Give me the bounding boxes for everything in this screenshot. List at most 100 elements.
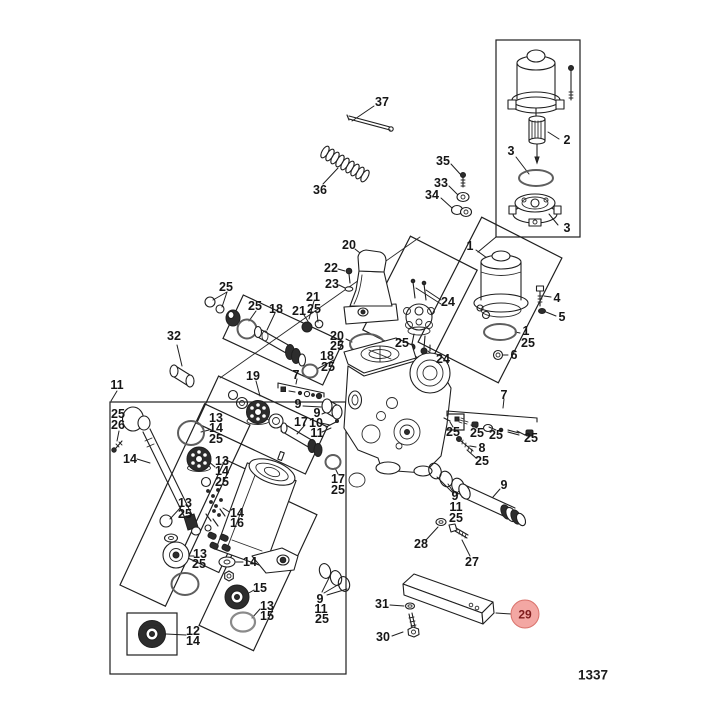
piston-head-lower-drawing <box>162 541 200 596</box>
part-label-1[interactable]: 1 <box>522 323 530 338</box>
part-label-15[interactable]: 15 <box>260 608 274 623</box>
trim-cylinder-drawing <box>215 451 299 574</box>
washer-nut-14-drawing <box>218 556 236 582</box>
part-label-9[interactable]: 9 <box>451 488 459 503</box>
part-label-25[interactable]: 25 <box>111 406 125 421</box>
part-label-10[interactable]: 10 <box>309 415 323 430</box>
part-label-25[interactable]: 25 <box>330 338 344 353</box>
part-label-13[interactable]: 13 <box>178 495 192 510</box>
part-label-17[interactable]: 17 <box>294 414 308 429</box>
part-label-7[interactable]: 7 <box>500 387 508 402</box>
part-label-21[interactable]: 21 <box>306 289 320 304</box>
part-label-23[interactable]: 23 <box>325 276 339 291</box>
part-label-28[interactable]: 28 <box>414 536 428 551</box>
part-label-24[interactable]: 24 <box>436 351 450 366</box>
part-label-18[interactable]: 18 <box>320 348 334 363</box>
piston-o-ring-upper-drawing <box>177 420 205 446</box>
screw-25-26-drawing <box>111 440 123 453</box>
part-label-31[interactable]: 31 <box>375 596 389 611</box>
part-label-6[interactable]: 6 <box>510 347 518 362</box>
part-label-27[interactable]: 27 <box>465 554 479 569</box>
part-label-25[interactable]: 25 <box>395 335 409 350</box>
part-label-25[interactable]: 25 <box>192 556 206 571</box>
part-label-25[interactable]: 25 <box>315 611 329 626</box>
valve-parts-16-drawing <box>204 488 231 552</box>
part-label-25[interactable]: 25 <box>446 424 460 439</box>
o-ring-trio-bottom-drawing <box>318 563 351 592</box>
part-label-11[interactable]: 11 <box>110 377 124 392</box>
pin-10-11-drawing <box>325 419 339 428</box>
part-label-11[interactable]: 11 <box>310 425 324 440</box>
part-label-11[interactable]: 11 <box>314 601 328 616</box>
part-label-5[interactable]: 5 <box>558 309 566 324</box>
part-label-9[interactable]: 9 <box>313 405 321 420</box>
part-label-16[interactable]: 16 <box>230 515 244 530</box>
part-label-12[interactable]: 12 <box>186 623 200 638</box>
armature-drawing <box>528 107 546 165</box>
part-label-22[interactable]: 22 <box>324 260 338 275</box>
part-label-34[interactable]: 34 <box>425 187 439 202</box>
part-label-25[interactable]: 25 <box>307 301 321 316</box>
part-label-25[interactable]: 25 <box>475 453 489 468</box>
part-label-37[interactable]: 37 <box>375 94 389 109</box>
pin-32-drawing <box>169 364 195 388</box>
part-label-25[interactable]: 25 <box>321 359 335 374</box>
part-label-25[interactable]: 25 <box>470 425 484 440</box>
part-label-11[interactable]: 11 <box>449 499 463 514</box>
part-label-7[interactable]: 7 <box>292 367 300 382</box>
part-label-4[interactable]: 4 <box>553 290 561 305</box>
rod-17-drawing <box>280 422 342 470</box>
part-label-24[interactable]: 24 <box>441 294 455 309</box>
part-label-25[interactable]: 25 <box>215 474 229 489</box>
part-label-36[interactable]: 36 <box>313 182 327 197</box>
bolt-27-drawing <box>448 523 469 539</box>
cover-20-drawing <box>343 249 399 325</box>
part-label-25[interactable]: 25 <box>209 431 223 446</box>
part-label-13[interactable]: 13 <box>209 410 223 425</box>
part-label-14[interactable]: 14 <box>186 633 200 648</box>
part-label-18[interactable]: 18 <box>269 301 283 316</box>
highlighted-part-label[interactable]: 29 <box>510 599 540 629</box>
check-ball-21-drawing <box>301 319 324 333</box>
part-label-14[interactable]: 14 <box>215 463 229 478</box>
part-label-13[interactable]: 13 <box>193 546 207 561</box>
part-label-25[interactable]: 25 <box>219 279 233 294</box>
part-label-1[interactable]: 1 <box>466 238 474 253</box>
part-label-2[interactable]: 2 <box>563 132 571 147</box>
part-label-9[interactable]: 9 <box>294 396 302 411</box>
part-label-32[interactable]: 32 <box>167 328 181 343</box>
part-label-13[interactable]: 13 <box>215 453 229 468</box>
part-label-30[interactable]: 30 <box>376 629 390 644</box>
part-label-25[interactable]: 25 <box>178 506 192 521</box>
part-label-17[interactable]: 17 <box>331 471 345 486</box>
part-label-33[interactable]: 33 <box>434 175 448 190</box>
nut-31-drawing <box>404 602 416 610</box>
part-label-25[interactable]: 25 <box>248 298 262 313</box>
part-label-14[interactable]: 14 <box>243 554 257 569</box>
part-label-20[interactable]: 20 <box>330 328 344 343</box>
part-label-25[interactable]: 25 <box>331 482 345 497</box>
part-label-25[interactable]: 25 <box>524 430 538 445</box>
part-label-14[interactable]: 14 <box>230 505 244 520</box>
part-label-3[interactable]: 3 <box>507 143 515 158</box>
motor-o-ring-drawing <box>518 169 554 187</box>
part-label-21[interactable]: 21 <box>292 303 306 318</box>
part-label-25[interactable]: 25 <box>521 335 535 350</box>
part-label-14[interactable]: 14 <box>123 451 137 466</box>
part-label-26[interactable]: 26 <box>111 417 125 432</box>
part-label-13[interactable]: 13 <box>260 598 274 613</box>
part-label-35[interactable]: 35 <box>436 153 450 168</box>
part-label-25[interactable]: 25 <box>489 427 503 442</box>
part-label-8[interactable]: 8 <box>478 440 486 455</box>
clip-34-drawing <box>450 204 473 218</box>
part-label-19[interactable]: 19 <box>246 368 260 383</box>
part-label-25[interactable]: 25 <box>449 510 463 525</box>
part-label-3[interactable]: 3 <box>563 220 571 235</box>
part-label-9[interactable]: 9 <box>500 477 508 492</box>
part-label-20[interactable]: 20 <box>342 237 356 252</box>
part-label-14[interactable]: 14 <box>209 420 223 435</box>
part-label-15[interactable]: 15 <box>253 580 267 595</box>
check-valve-row-right-drawing <box>443 410 538 437</box>
part-label-9[interactable]: 9 <box>316 591 324 606</box>
